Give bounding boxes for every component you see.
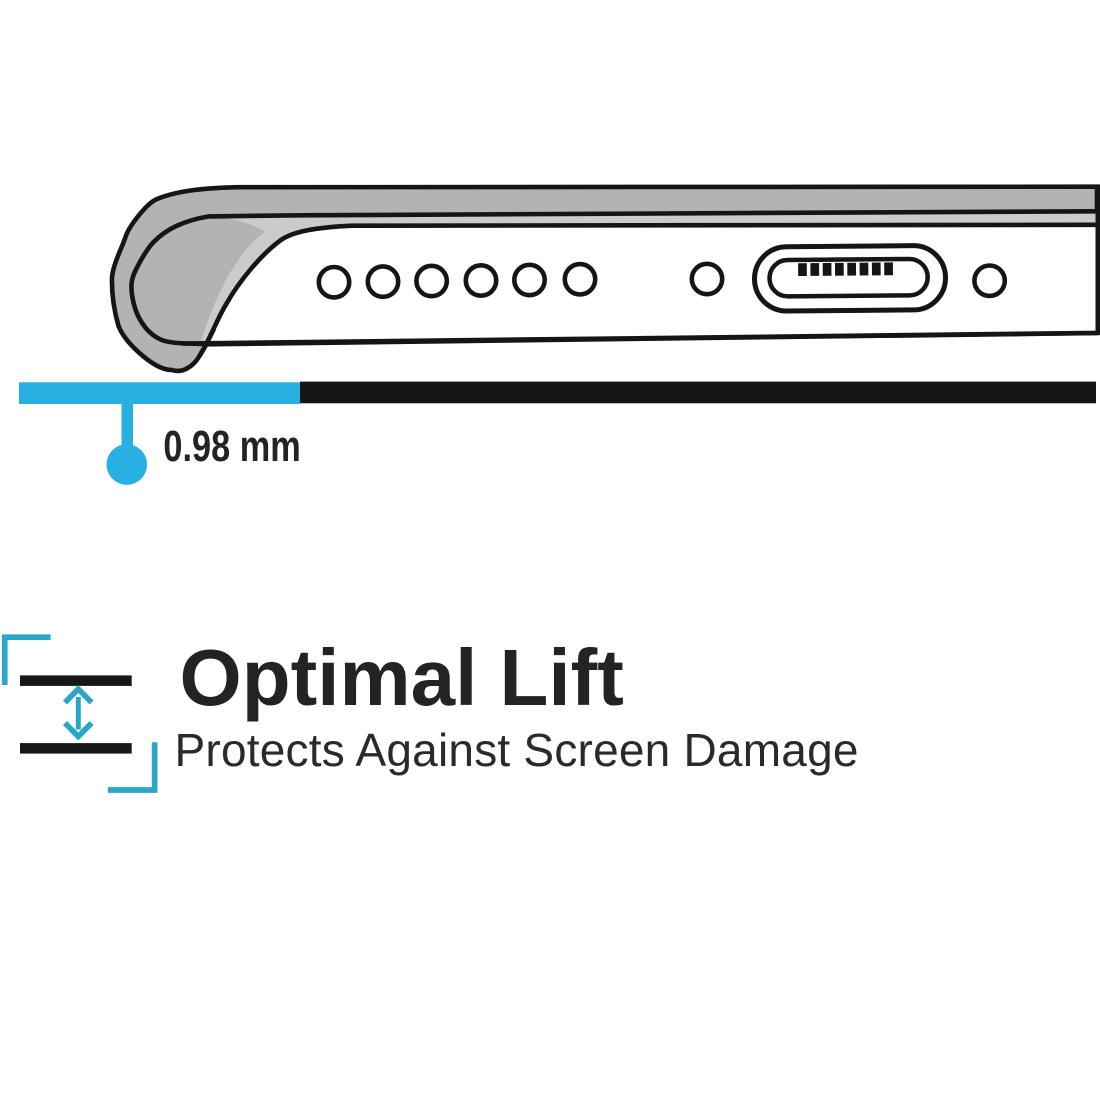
- svg-text:Protects Against Screen Damage: Protects Against Screen Damage: [175, 724, 859, 776]
- svg-text:0.98 mm: 0.98 mm: [163, 422, 300, 471]
- svg-text:Optimal Lift: Optimal Lift: [180, 633, 624, 722]
